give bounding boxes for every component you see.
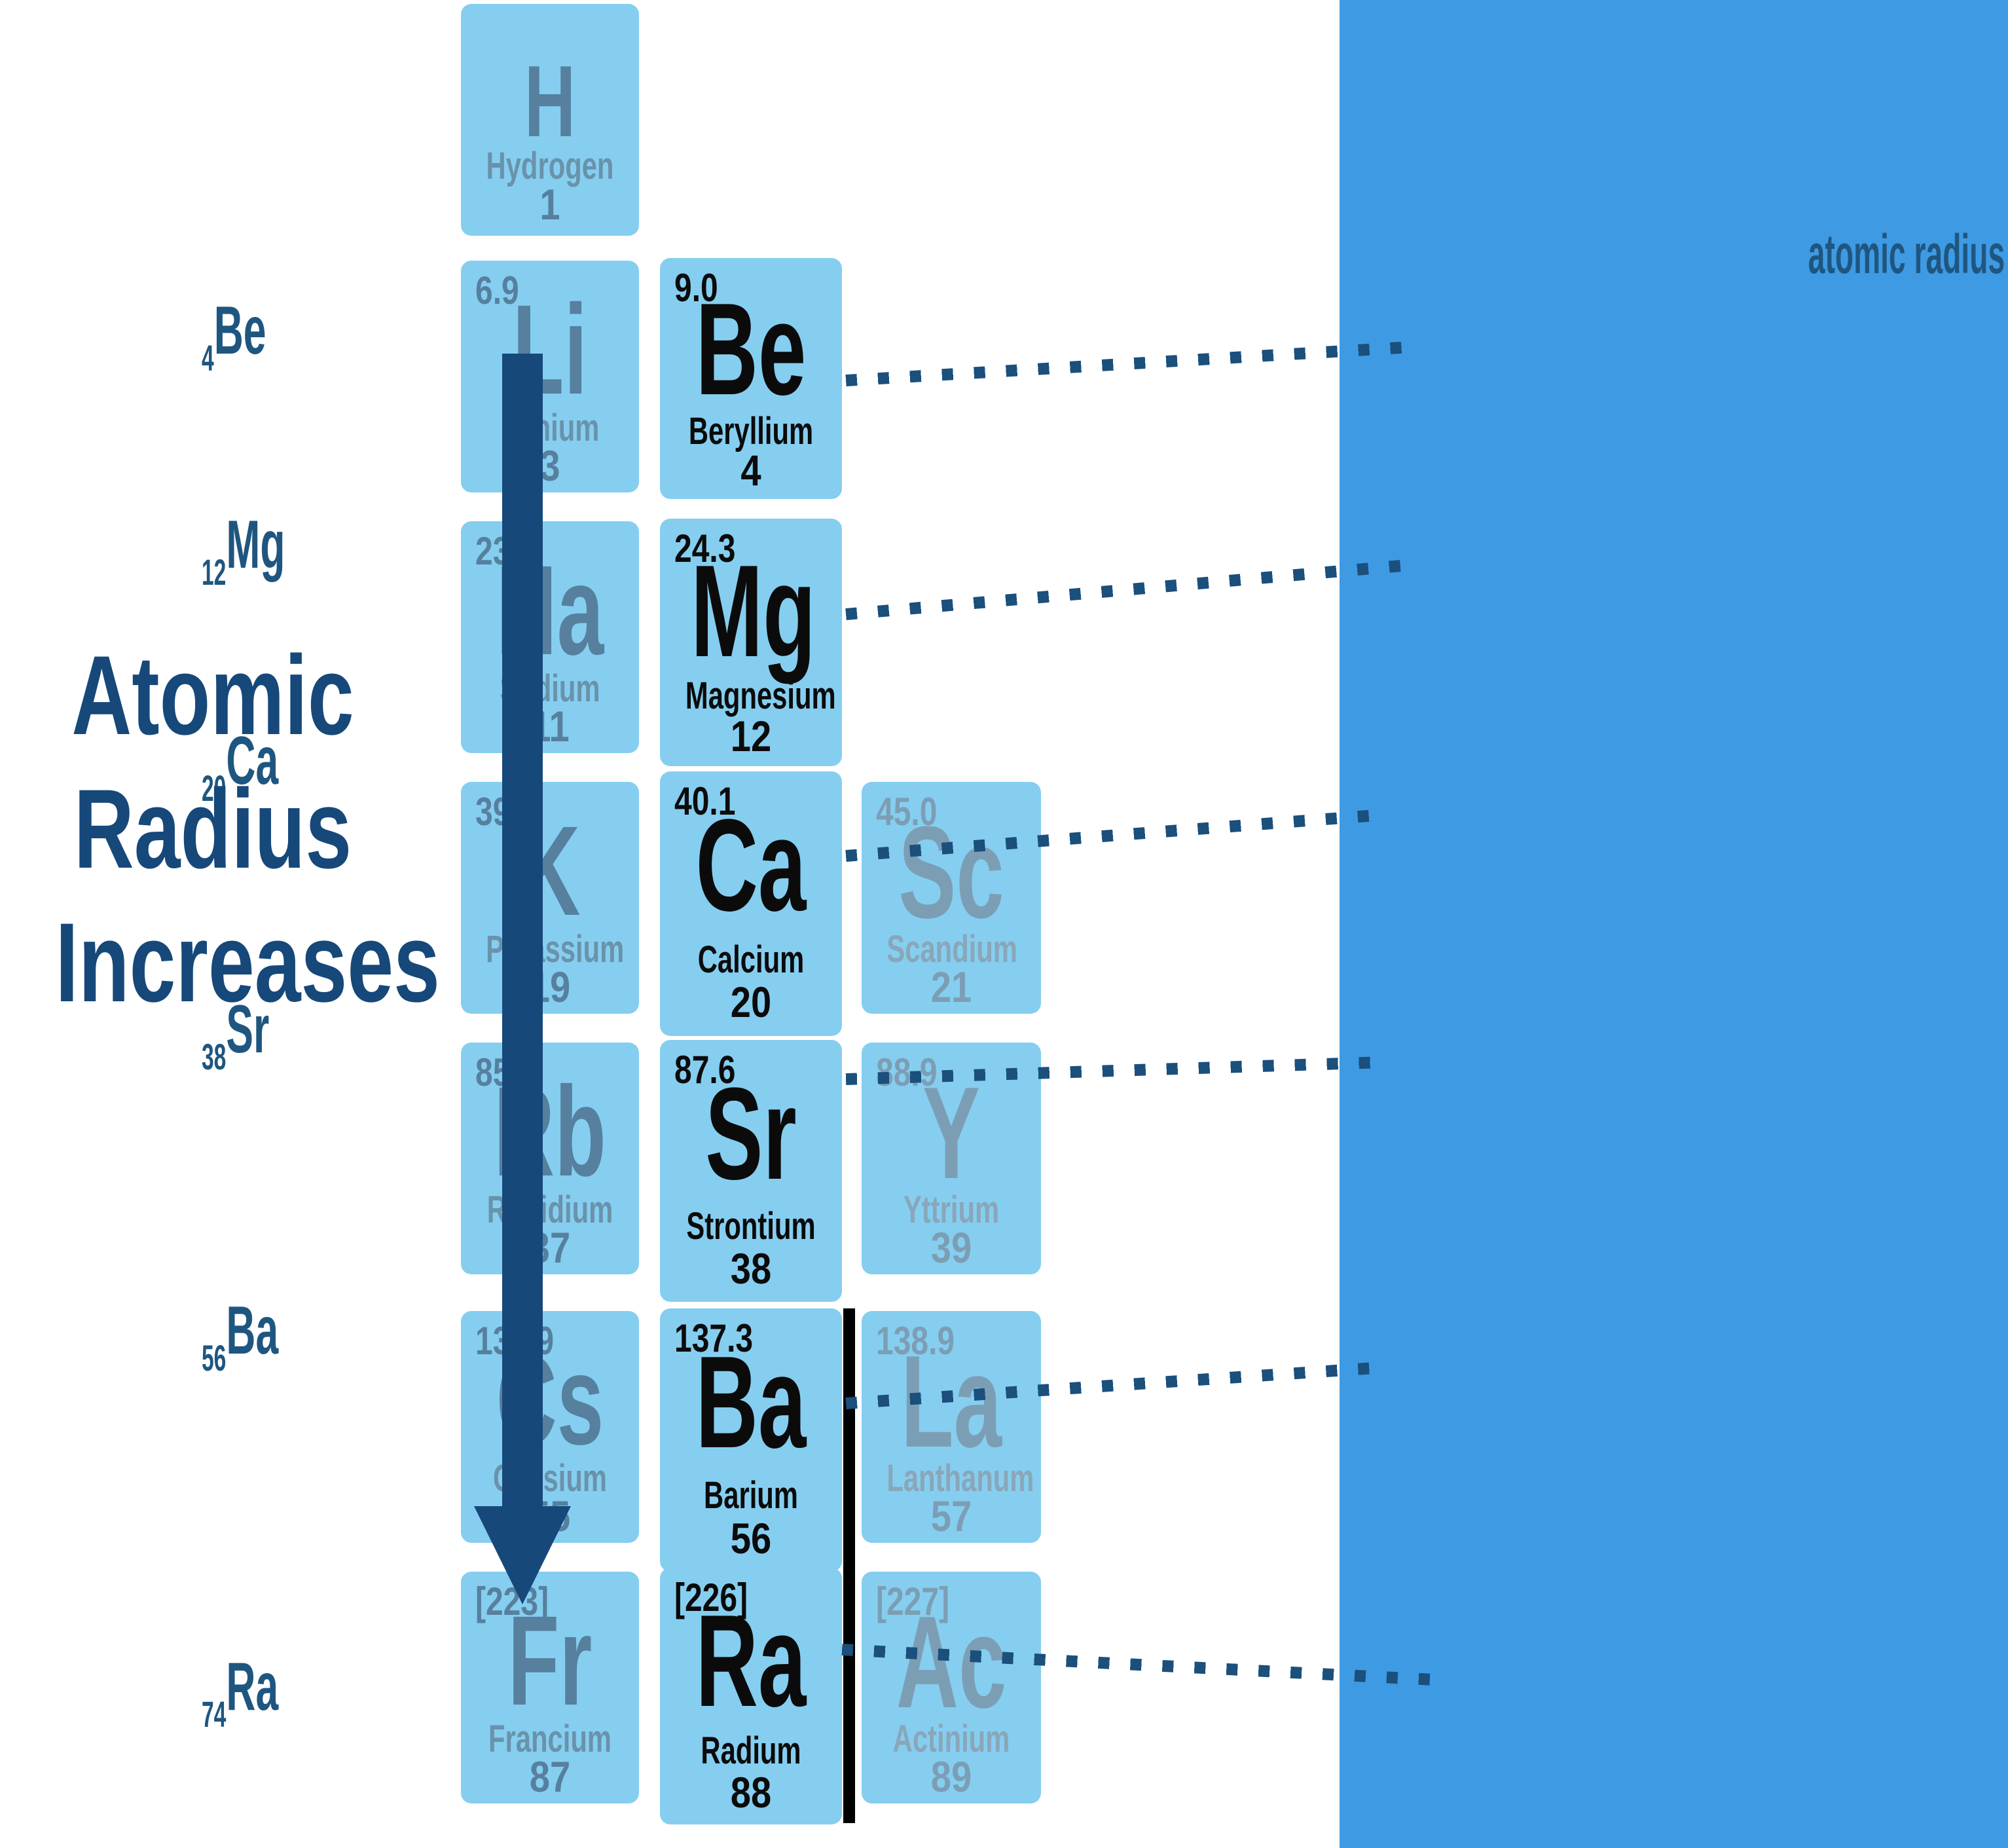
element-symbol: Ra <box>695 1588 807 1735</box>
title-line-1: Atomic <box>71 633 354 758</box>
element-name: Francium <box>488 1717 612 1760</box>
atomic-mass: [227] <box>876 1580 950 1623</box>
element-symbol: 20Ca <box>202 723 279 809</box>
atomic-number: 11 <box>530 701 570 750</box>
element-symbol: Fr <box>507 1589 593 1732</box>
atomic-number: 38 <box>730 1244 772 1293</box>
atomic-number: 21 <box>930 962 972 1011</box>
panel-header: atomic radius <box>1808 223 2005 285</box>
atomic-number: 4 <box>740 445 761 494</box>
atomic-number: 19 <box>529 962 571 1011</box>
element-name: Radium <box>701 1729 801 1772</box>
tile-lithium: 6.9 Li Lithium 3 <box>461 261 639 492</box>
atomic-mass: 138.9 <box>876 1319 955 1363</box>
element-name: Strontium <box>686 1205 816 1247</box>
down-arrow-shaft <box>502 354 543 1506</box>
tile-francium: [223] Fr Francium 87 <box>461 1572 639 1803</box>
atomic-number-subscript: 56 <box>202 1337 227 1378</box>
tile-calcium: 40.1 Ca Calcium 20 <box>660 771 842 1036</box>
atomic-number: 57 <box>930 1491 972 1540</box>
element-name: Hydrogen <box>486 145 614 188</box>
element-name: Calcium <box>697 938 805 981</box>
atomic-number-subscript: 74 <box>202 1693 227 1735</box>
tile-magnesium: 24.3 Mg Magnesium 12 <box>660 519 842 766</box>
element-symbol: Ba <box>695 1329 807 1476</box>
atomic-number: 20 <box>730 978 772 1027</box>
atomic-mass: 24.3 <box>674 527 736 570</box>
element-symbol: 56Ba <box>202 1293 279 1378</box>
atomic-mass: 87.6 <box>674 1048 736 1092</box>
atomic-number: 88 <box>730 1767 772 1817</box>
tile-lanthanum: 138.9 La Lanthanum 57 <box>862 1311 1041 1543</box>
tile-rubidium: 85.5 Rb Rubidium 37 <box>461 1043 639 1274</box>
element-name: Scandium <box>886 927 1017 970</box>
atomic-number: 87 <box>529 1752 571 1801</box>
atomic-number: 89 <box>930 1752 972 1801</box>
atomic-radius-panel: atomic radius <box>1340 0 2008 1848</box>
element-name: Magnesium <box>685 674 836 717</box>
title-line-2: Radius <box>73 766 352 892</box>
element-name: Beryllium <box>688 409 814 453</box>
element-symbol: Sc <box>898 799 1004 946</box>
atomic-mass: 137.3 <box>674 1316 754 1360</box>
atomic-number-subscript: 38 <box>202 1036 227 1077</box>
element-name: Barium <box>704 1474 798 1517</box>
element-name: Actinium <box>892 1717 1010 1760</box>
atomic-number: 37 <box>529 1223 571 1272</box>
element-symbol: 12Mg <box>202 507 285 593</box>
element-symbol: 38Sr <box>202 991 270 1077</box>
tile-beryllium: 9.0 Be Beryllium 4 <box>660 258 842 499</box>
atomic-mass: 45.0 <box>876 790 938 834</box>
atomic-number: 1 <box>539 179 560 229</box>
down-arrow-head-icon <box>474 1506 571 1604</box>
element-symbol: Y <box>922 1060 981 1206</box>
atomic-number-subscript: 4 <box>202 337 214 379</box>
atomic-number: 12 <box>730 711 772 760</box>
atomic-mass: 40.1 <box>674 779 736 823</box>
atomic-mass: 9.0 <box>674 266 718 310</box>
element-name: Yttrium <box>903 1188 1000 1231</box>
tile-actinium: [227] Ac Actinium 89 <box>862 1572 1041 1803</box>
tile-strontium: 87.6 Sr Strontium 38 <box>660 1040 842 1302</box>
group-separator-line <box>843 1308 855 1823</box>
element-symbol: Be <box>695 276 807 423</box>
tile-scandium: 45.0 Sc Scandium 21 <box>862 782 1041 1014</box>
element-symbol: 4Be <box>202 293 266 379</box>
tile-barium: 137.3 Ba Barium 56 <box>660 1308 842 1572</box>
element-name: Lanthanum <box>886 1456 1034 1500</box>
atomic-mass: 6.9 <box>475 268 519 312</box>
atomic-number: 39 <box>930 1223 972 1272</box>
element-symbol: H <box>524 44 576 158</box>
tile-radium: [226] Ra Radium 88 <box>660 1568 842 1824</box>
tile-hydrogen: H Hydrogen 1 <box>461 4 639 236</box>
title-line-3: Increases <box>55 900 440 1026</box>
atomic-number: 3 <box>539 441 560 490</box>
atomic-mass: [226] <box>674 1576 748 1619</box>
tile-potassium: 39.1 K Potassium 19 <box>461 782 639 1014</box>
atomic-number: 56 <box>730 1513 772 1562</box>
atomic-number-subscript: 12 <box>202 551 227 593</box>
element-symbol: Sr <box>705 1061 797 1207</box>
element-symbol: 74Ra <box>202 1649 279 1735</box>
atomic-number-subscript: 20 <box>202 767 227 809</box>
tile-sodium: 23.0 Na Sodium 11 <box>461 521 639 753</box>
page-title: Atomic Radius Increases <box>0 629 440 1029</box>
element-symbol: Mg <box>691 538 816 684</box>
element-symbol: Ca <box>695 792 807 939</box>
